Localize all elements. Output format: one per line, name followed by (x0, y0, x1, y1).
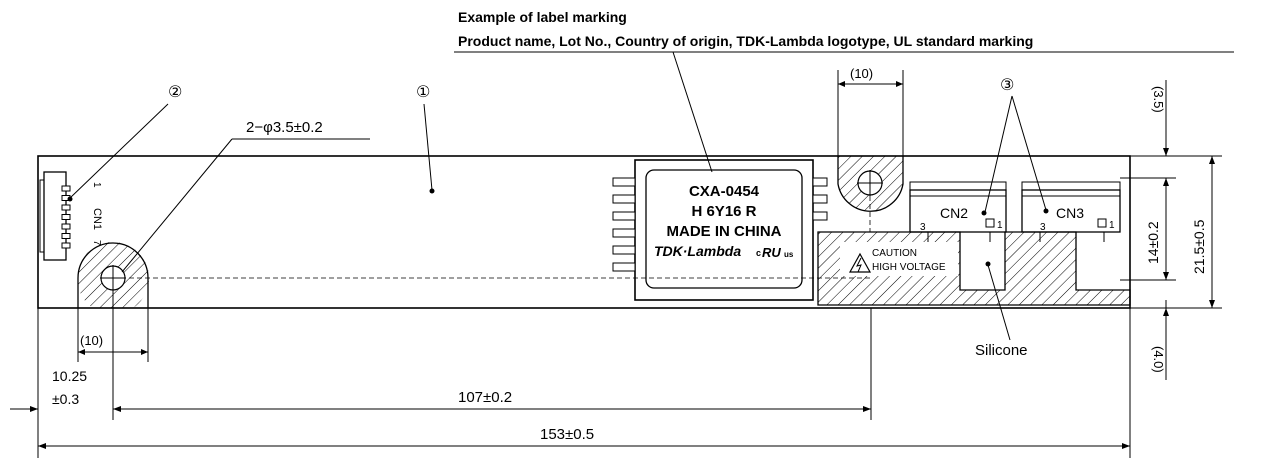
cn1-pin-last: 7 (91, 240, 102, 246)
callout-3: ③ (1000, 77, 1014, 94)
cn2-pin-right: 1 (997, 220, 1003, 231)
transformer-pin-left (612, 262, 636, 272)
ul-mark-logo: RU (762, 245, 781, 260)
dim-top-clearance-text: (3.5) (1151, 86, 1166, 113)
cn2-connector: CN2 3 1 (909, 181, 1007, 242)
product-label: CXA-0454 H 6Y16 R MADE IN CHINA TDK·Lamb… (654, 183, 794, 260)
cn1-name: CN1 (91, 208, 103, 230)
dim-connector-height: 14±0.2 (1145, 178, 1169, 280)
dim-offset-line2: ±0.3 (52, 391, 79, 407)
caution-line2: HIGH VOLTAGE (872, 262, 946, 273)
cn1-pin (61, 185, 71, 192)
hole-spec-callout: 2−φ3.5±0.2 (121, 119, 370, 273)
label-model: CXA-0454 (689, 183, 760, 200)
transformer-pin-left (612, 177, 636, 187)
label-origin: MADE IN CHINA (667, 223, 782, 240)
caution-line1: CAUTION (872, 248, 917, 259)
cn1-pin (61, 214, 71, 220)
callout-2: ② (168, 84, 182, 101)
cn1-pin-first: 1 (91, 182, 102, 188)
label-example-title: Example of label marking (458, 9, 627, 25)
dim-overall-width: 21.5±0.5 (1191, 156, 1215, 308)
hole-spec-text: 2−φ3.5±0.2 (246, 119, 323, 136)
warning-triangle-icon (848, 252, 872, 273)
callout-body: ① (416, 84, 435, 194)
dim-offset: 10.25 ±0.3 (10, 368, 87, 412)
cn1-pin (61, 204, 71, 211)
cn2-name: CN2 (940, 205, 968, 221)
dim-hole-cover-top: (10) (837, 66, 904, 156)
callout-cn1: ② (67, 84, 182, 202)
transformer-pin-left (612, 211, 636, 221)
dim-bottom-clearance-text: (4.0) (1151, 346, 1166, 373)
transformer-pin-left (612, 194, 636, 204)
transformer (612, 159, 828, 301)
dim-offset-line1: 10.25 (52, 368, 87, 384)
cn3-pin-left: 3 (1040, 222, 1046, 233)
dim-hole-pitch-text: 107±0.2 (458, 389, 512, 406)
transformer-pin-left (612, 228, 636, 238)
callout-1: ① (416, 84, 430, 101)
silicone-text: Silicone (975, 342, 1028, 359)
cn1-pin (61, 223, 71, 230)
transformer-pin-right (812, 211, 828, 221)
cn3-pin-right: 1 (1109, 220, 1115, 231)
cn2-pin-left: 3 (920, 222, 926, 233)
dim-hole-cover-top-text: (10) (850, 66, 873, 81)
label-brand-logo: TDK·Lambda (654, 243, 741, 259)
dim-connector-height-text: 14±0.2 (1145, 221, 1161, 264)
dim-overall-length: 153±0.5 (38, 426, 1130, 449)
caution-label: CAUTION HIGH VOLTAGE (840, 242, 958, 276)
dim-hole-pitch: 107±0.2 (113, 389, 871, 412)
cn1-pin (61, 242, 71, 249)
lightning-icon (856, 257, 862, 273)
annotation-leader (672, 51, 713, 173)
dim-overall-width-text: 21.5±0.5 (1191, 219, 1207, 274)
left-mounting-hole (77, 242, 149, 308)
ul-mark-prefix: c (756, 248, 761, 258)
dim-overall-length-text: 153±0.5 (540, 426, 594, 443)
dim-bottom-clearance: (4.0) (1151, 300, 1169, 380)
board-outline (37, 155, 1131, 309)
right-mounting-hole (837, 156, 904, 232)
silicone-callout: Silicone (975, 261, 1028, 359)
transformer-pin-right (812, 194, 828, 204)
label-lot: H 6Y16 R (691, 203, 756, 220)
cn3-connector: CN3 3 1 (1021, 181, 1121, 242)
dim-top-clearance: (3.5) (1151, 80, 1169, 156)
cn1-pin (61, 233, 71, 239)
callout-cn2-cn3: ③ (984, 77, 1047, 213)
label-example-description: Product name, Lot No., Country of origin… (458, 33, 1033, 49)
dim-hole-cover-left-text: (10) (80, 333, 103, 348)
cn1-connector: 1 CN1 7 (39, 171, 103, 261)
ul-mark-suffix: us (784, 250, 794, 259)
transformer-pin-left (612, 245, 636, 255)
transformer-pin-right (812, 177, 828, 187)
cn3-name: CN3 (1056, 205, 1084, 221)
